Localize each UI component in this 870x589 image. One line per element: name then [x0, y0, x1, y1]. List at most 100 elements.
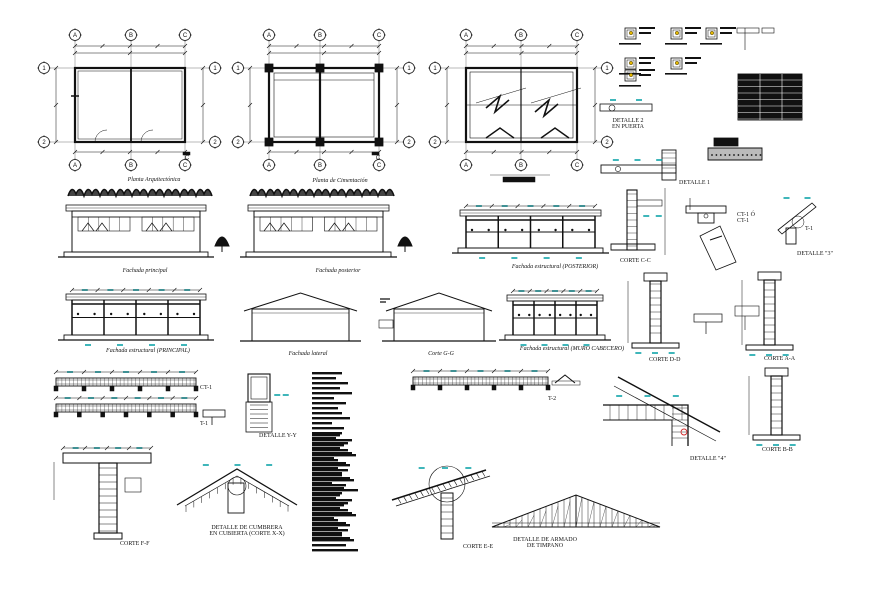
plan-roof-dim-top2-tick	[519, 50, 524, 56]
notes-block-2-line	[312, 524, 350, 527]
plan-foundation-dim-top-tick	[321, 43, 327, 49]
plan-roof-dim-right-tick	[592, 65, 598, 71]
plan-foundation-axis-top-A-text: A	[267, 33, 271, 39]
section-dd-footing	[631, 342, 680, 349]
plan-foundation-axis-bottom-B	[314, 159, 326, 171]
notes-block-2-line	[312, 459, 338, 462]
notes-block-1-line	[312, 477, 350, 480]
plan-foundation-axis-bottom-C	[373, 159, 385, 171]
plan-roof-dim-bottom-tick	[547, 149, 552, 155]
elevation-principal-shrub	[214, 236, 230, 252]
elevation-structural-principal-anchor	[192, 312, 196, 316]
plan-roof-dim-top-tick	[463, 43, 469, 49]
notes-block-2-line	[312, 444, 344, 447]
elevation-posterior-base	[245, 251, 392, 258]
notes-block-2-line	[312, 529, 348, 532]
rebar-section-2	[705, 27, 718, 40]
section-ee-rafter	[442, 483, 447, 490]
plan-roof-diag-1	[475, 87, 527, 104]
plan-foundation-dim-top-tick	[294, 43, 299, 49]
beam-t1-dim-tick	[147, 395, 152, 401]
section-ee-column	[440, 492, 454, 540]
rebar-label-1	[685, 32, 697, 34]
section-aa-footing	[745, 344, 794, 351]
plan-roof-axis-right-2	[601, 136, 613, 148]
notes-block-1-line	[312, 512, 352, 515]
section-ee-rafter	[397, 498, 402, 504]
plan-foundation-dim-top-tick	[349, 43, 354, 49]
beam-t1-dim-tick	[100, 395, 105, 401]
elevation-structural-posterior-anchor	[571, 228, 574, 232]
rebar-label-4	[685, 62, 697, 64]
detail-1-title: DETALLE 1	[679, 180, 711, 186]
section-gg-wall	[393, 308, 485, 342]
notes-block-2-line	[312, 504, 344, 507]
detail-slab-aggregate	[741, 154, 744, 156]
plan-roof-axis-top-A-text: A	[464, 33, 468, 39]
elevation-structural-principal-dim-tick	[95, 287, 100, 293]
plan-foundation-axis-left-1-text: 1	[236, 66, 240, 72]
section-cc-title: CORTE C-C	[620, 258, 651, 264]
plan-roof-axis-right-1-text: 1	[605, 66, 609, 72]
notes-block-1-line	[312, 417, 350, 420]
notes-block-1-line	[312, 497, 336, 500]
notes-block-2-line	[312, 484, 346, 487]
plan-architectural-dim-left-tick	[53, 139, 59, 145]
plan-roof-axis-right-2-text: 2	[605, 140, 609, 146]
plan-2-title: Planta de Cimentación	[312, 178, 368, 184]
notes-block-1-line	[312, 427, 344, 430]
notes-block-2-line	[312, 499, 352, 502]
plan-foundation-axis-right-2	[403, 136, 415, 148]
section-ee-rafter	[453, 480, 458, 486]
schedule-key-1	[736, 27, 760, 34]
elevation-structural-cabecero-dim-tick	[527, 288, 533, 294]
beam-t2-support-0	[410, 384, 416, 391]
plan-foundation-dim-top2-tick	[376, 50, 382, 56]
tympanum-brace	[551, 506, 559, 528]
plan-architectural-axis-top-C-text: C	[183, 33, 188, 39]
plan-roof-axis-top-B-text: B	[519, 33, 523, 39]
elevation-principal-vent	[81, 222, 109, 232]
notes-block-1-line	[312, 467, 338, 470]
ridge-detail-roof	[176, 468, 298, 506]
plan-foundation-axis-left-2-text: 2	[236, 140, 240, 146]
section-ff-callout	[124, 477, 142, 493]
detail-4-rafter	[617, 376, 721, 433]
detail-3-rafter	[777, 202, 817, 235]
elevation-structural-posterior-anchor	[520, 228, 524, 232]
plan-roof-axis-top-B	[515, 29, 527, 41]
plan-roof-dim-bottom-tick	[574, 149, 580, 155]
detail-yy-stirrup	[250, 376, 268, 400]
rebar-label-0	[639, 32, 651, 34]
elevation-lateral-roof	[243, 292, 358, 312]
section-aa-beam	[757, 271, 782, 281]
rebar-section-1	[670, 27, 683, 40]
elevation-structural-posterior-dim-tick	[463, 203, 469, 209]
section-ee-rafter	[476, 473, 480, 479]
plan-foundation-dim-left-tick	[247, 102, 253, 108]
section-ee-rafter	[414, 492, 419, 499]
plan-roof-dim-bottom-tick	[463, 149, 469, 155]
plan-foundation-dim-top-tick	[266, 43, 272, 49]
detail-4-rafter-inner	[613, 385, 717, 442]
notes-block-1-line	[312, 422, 332, 425]
beam-t2-body	[412, 376, 549, 386]
rebar-section-4	[670, 57, 683, 70]
notes-block-1-line	[312, 442, 348, 445]
plan-architectural-dim-bottom-tick	[155, 149, 160, 155]
beam-t1-dim-tick	[77, 395, 82, 401]
beam-t1-dim-tick	[53, 395, 59, 401]
plan-roof-axis-top-C	[571, 29, 583, 41]
elevation-lateral-wall	[251, 308, 350, 342]
section-cc-slab	[636, 199, 663, 207]
rebar-note-1	[665, 43, 687, 45]
elevation-structural-posterior-anchor	[554, 228, 557, 232]
notes-block-2-line	[312, 549, 358, 552]
elevation-structural-posterior-anchor	[504, 228, 507, 232]
rebar-label-0	[639, 27, 655, 29]
ct1-label: CT-1	[200, 385, 213, 391]
elevation-structural-principal-dim-tick	[146, 287, 152, 293]
plan-foundation-column	[374, 137, 384, 147]
plan-foundation-axis-bottom-C-text: C	[377, 163, 382, 169]
